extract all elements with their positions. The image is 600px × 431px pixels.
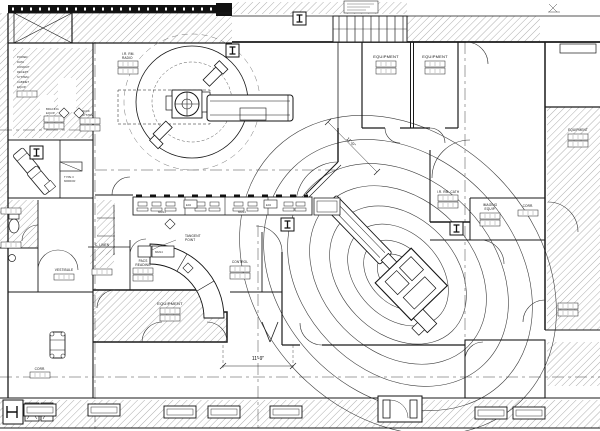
label-tangent-1: TANGENT	[185, 234, 201, 238]
eq-tag-1: E04	[186, 203, 191, 207]
label-c-linen: C. LINEN	[95, 243, 110, 247]
dimension-11-9: 11'-9"	[252, 356, 265, 362]
note-tag	[16, 90, 38, 98]
note-tag	[0, 207, 22, 215]
note-line: DATA	[17, 60, 24, 64]
note-line: POWER	[17, 55, 28, 59]
ws-label-1: MM14	[158, 210, 166, 214]
label-mirror-1: TYPE 3	[64, 175, 74, 179]
ws-label-2: MM14	[238, 210, 246, 214]
bottom-windows	[23, 395, 546, 423]
label-equipment-b: EQUIPMENT	[422, 54, 448, 59]
annotation-text: TANGENT POINT TYPE 3 MIRROR MM14 MM14 MM…	[64, 175, 271, 254]
note-line: CONDUIT	[17, 65, 30, 69]
note-line: SYSTEM	[17, 75, 29, 79]
room-tag	[29, 371, 51, 379]
label-pacs-2: READING	[135, 263, 151, 267]
room-tag	[91, 268, 113, 276]
door-swings	[21, 41, 579, 361]
eq-tag-2: E04	[266, 203, 271, 207]
note-line: CABINET	[17, 80, 29, 84]
note-line: EQUIP.	[17, 85, 26, 89]
keynote-box	[343, 0, 560, 14]
staircase	[332, 15, 408, 43]
room-labels: EQUIPMENT EQUIPMENT I.R. RM. RADIO I.R. …	[29, 52, 588, 379]
service-notes: POWER DATA CONDUIT RECEPT. SYSTEM CABINE…	[0, 55, 578, 316]
room-tag	[53, 273, 75, 281]
label-pacs-1: PACS	[139, 259, 148, 263]
note-line: EQUIP.	[46, 111, 55, 115]
note-tag	[0, 241, 22, 249]
note-line: RECEPT.	[17, 70, 29, 74]
label-ir-cath: I.R. RM. CATH	[437, 190, 460, 194]
label-ir-radio-1: I.R. RM.	[122, 52, 135, 56]
label-equipment-right: EQUIPMENT	[568, 128, 588, 132]
label-ir-radio-2: RADIO	[122, 56, 133, 60]
label-corr-left: CORR.	[35, 367, 46, 371]
note-tag	[43, 122, 65, 130]
note-line: BRACING	[46, 107, 59, 111]
walls	[0, 3, 600, 429]
label-tangent-2: POINT	[185, 238, 195, 242]
left-room-furniture	[8, 147, 115, 359]
mri-machine	[324, 195, 449, 336]
label-mirror-2: MIRROR	[64, 179, 75, 183]
label-vestibule: VESTIBULE	[55, 268, 73, 272]
angio-machine	[117, 33, 294, 171]
room-tag	[517, 209, 539, 217]
column-grid-lines	[0, 42, 600, 430]
note-tag	[43, 115, 65, 123]
label-imaging-2: EQUIP.	[485, 207, 496, 211]
note-line: RACK	[82, 109, 90, 113]
entry-vestibule-notch	[377, 395, 423, 423]
label-control: CONTROL	[232, 260, 248, 264]
dimension-11-0: 11'-0"	[345, 136, 357, 148]
curved-reception-desk	[137, 243, 225, 319]
label-equipment-lower: EQUIPMENT	[157, 301, 183, 306]
label-corr-right: CORR.	[523, 204, 534, 208]
label-imaging-1: IMAGING	[483, 203, 498, 207]
dimensions	[151, 118, 381, 370]
label-equipment-a: EQUIPMENT	[373, 54, 399, 59]
control-counter	[132, 194, 341, 230]
ws-label-3: MM14	[155, 250, 163, 254]
note-line: SYSTEM	[82, 113, 94, 117]
field-line-contours	[239, 115, 557, 431]
